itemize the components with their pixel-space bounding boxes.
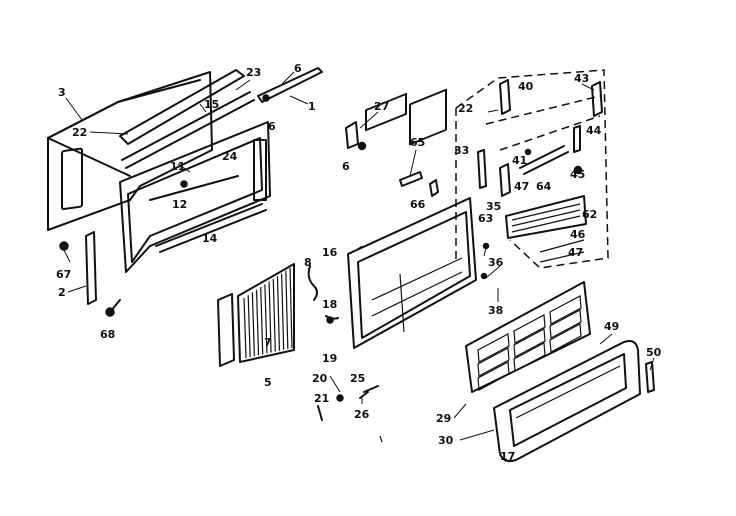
callout-63: 63 <box>478 212 493 225</box>
front-cover <box>493 340 655 463</box>
callout-8: 8 <box>304 256 312 269</box>
grille-cell <box>513 314 546 344</box>
callout-22-control: 22 <box>458 102 473 115</box>
callout-15: 15 <box>204 98 219 111</box>
filter-slat <box>285 270 289 349</box>
grille-cell <box>477 333 510 363</box>
callout-26: 26 <box>354 408 370 421</box>
filter-slat <box>268 281 272 353</box>
callout-29: 29 <box>436 412 451 425</box>
filter-slat <box>289 267 293 349</box>
grille-cell <box>513 342 546 372</box>
callout-21: 21 <box>314 392 329 405</box>
callout-50: 50 <box>646 346 662 359</box>
part-callouts: 3 22 15 23 6 1 6 24 11 12 14 67 2 68 27 … <box>56 62 662 463</box>
grille-cell <box>477 347 510 377</box>
top-strip <box>257 67 323 103</box>
callout-6-center: 6 <box>342 160 350 173</box>
filter-slat <box>243 297 247 359</box>
callout-47-bottom: 47 <box>568 246 583 259</box>
callout-25: 25 <box>350 372 365 385</box>
filter-slat <box>281 273 285 350</box>
callout-1: 1 <box>308 100 316 113</box>
filter-slat <box>264 284 268 354</box>
callout-18: 18 <box>322 298 337 311</box>
callout-33: 33 <box>454 144 469 157</box>
small-hardware <box>307 121 439 324</box>
filter-slat <box>260 287 264 355</box>
front-grille <box>465 281 591 393</box>
side-bracket <box>59 231 121 317</box>
front-frame <box>119 121 271 273</box>
callout-46: 46 <box>570 228 586 241</box>
callout-24: 24 <box>222 150 238 163</box>
callout-5: 5 <box>264 376 272 389</box>
partition-panel <box>347 88 477 349</box>
callout-44: 44 <box>586 124 602 137</box>
callout-22: 22 <box>72 126 87 139</box>
filter-slat <box>255 289 260 356</box>
callout-66: 66 <box>410 198 426 211</box>
callout-19: 19 <box>322 352 337 365</box>
callout-11: 11 <box>170 160 185 173</box>
callout-40: 40 <box>518 80 534 93</box>
callout-12: 12 <box>172 198 187 211</box>
callout-2: 2 <box>58 286 66 299</box>
callout-20: 20 <box>312 372 328 385</box>
grille-cell <box>549 323 582 353</box>
filter-slat <box>251 292 255 357</box>
callout-65: 65 <box>410 136 425 149</box>
top-rail <box>119 69 255 169</box>
callout-27: 27 <box>374 100 389 113</box>
callout-23: 23 <box>246 66 261 79</box>
callout-68: 68 <box>100 328 115 341</box>
callout-64: 64 <box>536 180 552 193</box>
callout-6-top: 6 <box>294 62 302 75</box>
callout-49: 49 <box>604 320 619 333</box>
grille-cell <box>549 295 582 325</box>
bottom-hardware <box>317 385 383 443</box>
leader-lines <box>63 71 655 441</box>
callout-43: 43 <box>574 72 589 85</box>
filter-slat <box>272 278 276 352</box>
callout-16: 16 <box>322 246 338 259</box>
control-components <box>477 79 603 280</box>
grille-cell <box>549 309 582 339</box>
callout-35: 35 <box>486 200 501 213</box>
callout-3: 3 <box>58 86 66 99</box>
callout-47-top: 47 <box>514 180 529 193</box>
cabinet-case <box>47 71 213 231</box>
callout-67: 67 <box>56 268 71 281</box>
callout-30: 30 <box>438 434 454 447</box>
filter-panel <box>217 263 295 367</box>
callout-36: 36 <box>488 256 504 269</box>
callout-45: 45 <box>570 168 585 181</box>
callout-14-frame: 14 <box>202 232 218 245</box>
callout-6-frame: 6 <box>268 120 276 133</box>
callout-41: 41 <box>512 154 527 167</box>
filter-slat <box>276 276 281 351</box>
callout-38: 38 <box>488 304 503 317</box>
callout-62: 62 <box>582 208 597 221</box>
callout-7: 7 <box>264 336 272 349</box>
callout-17: 17 <box>500 450 515 463</box>
grille-cell <box>477 361 510 391</box>
filter-slat <box>247 295 251 358</box>
grille-cell <box>513 328 546 358</box>
control-box-outline <box>455 69 609 269</box>
